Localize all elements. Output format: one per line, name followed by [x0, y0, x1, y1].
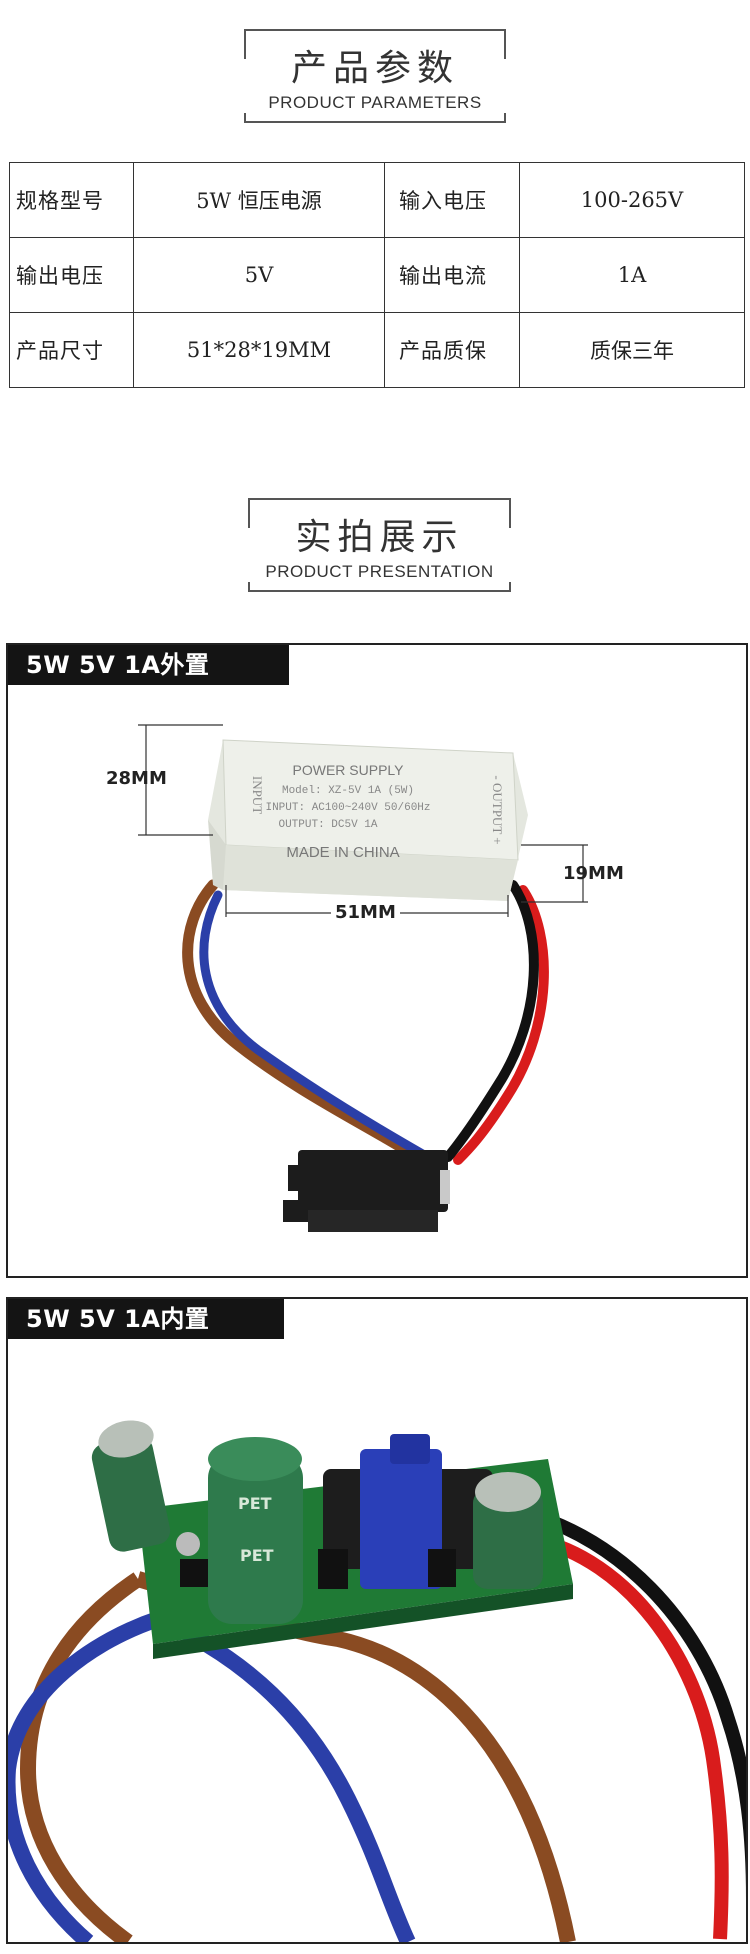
parameters-heading-zh: 产品参数	[290, 48, 459, 89]
param-value: 1A	[519, 237, 745, 313]
module-side-label: INPUT	[250, 776, 265, 814]
module-side-label: - OUTPUT +	[490, 775, 505, 844]
table-row: 规格型号 5W 恒压电源 输入电压 100-265V	[9, 162, 745, 238]
param-value: 51*28*19MM	[133, 312, 385, 388]
module-label: POWER SUPPLY	[293, 762, 405, 778]
dimension-depth-label: 19MM	[563, 863, 624, 884]
param-label: 规格型号	[9, 162, 134, 238]
component	[428, 1549, 456, 1587]
small-capacitor-left	[91, 1420, 171, 1552]
param-label: 产品尺寸	[9, 312, 134, 388]
internal-module-illustration: PET PET	[8, 1420, 746, 1942]
transformer	[323, 1434, 493, 1589]
dimension-height-label: 28MM	[106, 768, 167, 789]
large-capacitor: PET PET	[208, 1437, 303, 1624]
table-row: 产品尺寸 51*28*19MM 产品质保 质保三年	[9, 312, 745, 388]
module-label: INPUT: AC100~240V 50/60Hz	[265, 802, 430, 814]
blue-wire	[154, 1611, 416, 1942]
param-label: 输出电流	[384, 237, 520, 313]
red-wire	[531, 1532, 729, 1940]
param-value: 100-265V	[519, 162, 745, 238]
dimension-length-label: 51MM	[331, 902, 400, 923]
heading-frame-top	[248, 498, 511, 528]
presentation-heading-en: PRODUCT PRESENTATION	[248, 562, 511, 582]
connector-plug	[283, 1150, 450, 1232]
parameters-heading-en: PRODUCT PARAMETERS	[244, 93, 506, 113]
black-wire	[526, 1507, 746, 1900]
param-value: 5W 恒压电源	[133, 162, 385, 238]
blue-wire	[8, 1611, 161, 1942]
parameters-table: 规格型号 5W 恒压电源 输入电压 100-265V 输出电压 5V 输出电流 …	[9, 162, 745, 388]
module-label: OUTPUT: DC5V 1A	[278, 819, 377, 831]
component	[180, 1559, 208, 1587]
capacitor-label: PET	[238, 1494, 272, 1513]
module-label: MADE IN CHINA	[286, 844, 399, 861]
heading-frame-top	[244, 29, 506, 59]
param-label: 输入电压	[384, 162, 520, 238]
component	[176, 1532, 200, 1556]
presentation-heading: 实拍展示 PRODUCT PRESENTATION	[248, 498, 511, 592]
parameters-heading: 产品参数 PRODUCT PARAMETERS	[244, 29, 506, 123]
internal-module-section: PET PET 5W 5V 1A内置	[6, 1297, 748, 1944]
external-module-illustration: POWER SUPPLY Model: XZ-5V 1A (5W) INPUT:…	[138, 724, 588, 1232]
param-label: 输出电压	[9, 237, 134, 313]
param-value: 质保三年	[519, 312, 745, 388]
red-wire	[453, 885, 549, 1165]
capacitor-label: PET	[240, 1546, 274, 1565]
brown-wire	[182, 879, 434, 1171]
power-supply-module: POWER SUPPLY Model: XZ-5V 1A (5W) INPUT:…	[208, 739, 528, 901]
small-capacitor-right	[473, 1472, 543, 1589]
black-wire	[443, 880, 539, 1162]
blue-wire	[199, 890, 438, 1165]
module-label: Model: XZ-5V 1A (5W)	[282, 785, 414, 797]
table-row: 输出电压 5V 输出电流 1A	[9, 237, 745, 313]
param-label: 产品质保	[384, 312, 520, 388]
external-section-tab: 5W 5V 1A外置	[8, 645, 289, 685]
external-module-section: POWER SUPPLY Model: XZ-5V 1A (5W) INPUT:…	[6, 643, 748, 1278]
presentation-heading-zh: 实拍展示	[295, 517, 464, 558]
internal-section-tab: 5W 5V 1A内置	[8, 1299, 284, 1339]
param-value: 5V	[133, 237, 385, 313]
component	[318, 1549, 348, 1589]
brown-wire	[19, 1572, 143, 1942]
